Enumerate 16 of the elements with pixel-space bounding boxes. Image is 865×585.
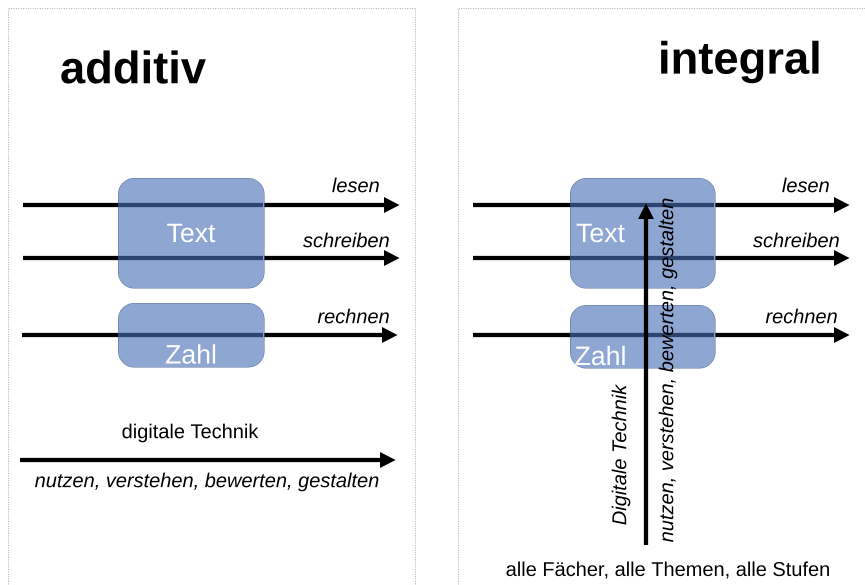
arrow-label: alle Fächer, alle Themen, alle Stufen	[506, 561, 829, 578]
arrow-label: schreiben	[303, 232, 389, 248]
arrow-label: schreiben	[753, 232, 839, 248]
arrow-label: lesen	[332, 178, 379, 192]
rounded-box	[118, 178, 265, 289]
rounded-box	[118, 303, 265, 368]
arrow-label: nutzen, verstehen, bewerten, gestalten	[35, 472, 378, 492]
arrow-label: lesen	[782, 178, 829, 192]
box-label: Zahl	[166, 344, 216, 364]
box-label: Text	[576, 224, 625, 242]
arrow-label: nutzen, verstehen, bewerten, gestalten	[658, 198, 678, 542]
box-label: Text	[167, 224, 216, 242]
box-label: Zahl	[575, 346, 625, 366]
arrow-label: rechnen	[318, 308, 389, 324]
arrow-label: digitale Technik	[122, 424, 258, 442]
arrow-label: rechnen	[766, 308, 837, 324]
